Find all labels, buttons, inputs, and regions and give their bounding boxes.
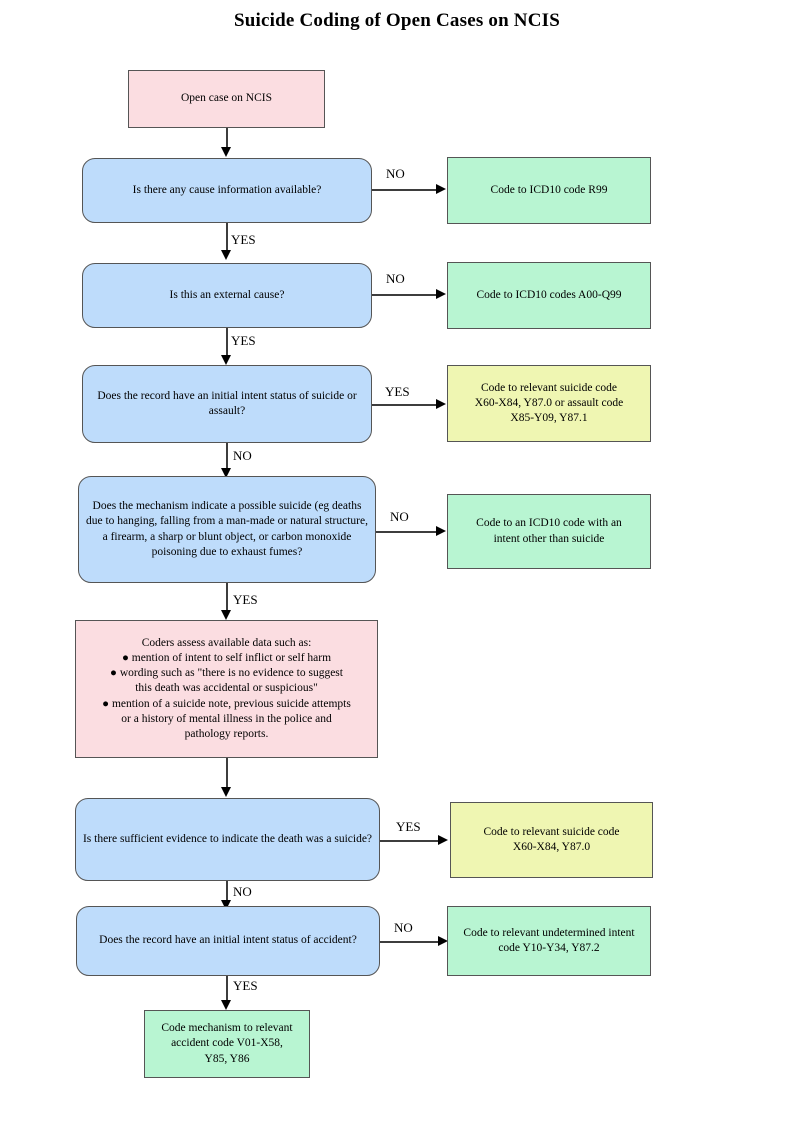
edge-label-accident-no: NO: [394, 920, 413, 935]
node-outcome-relevant-suicide-code-label: Code to relevant suicide code X60-X84, Y…: [483, 825, 620, 853]
arrowhead-accident-no: [438, 936, 448, 946]
node-question-external-cause: Is this an external cause?: [82, 263, 372, 328]
node-question-sufficient-evidence-label: Is there sufficient evidence to indicate…: [82, 832, 373, 845]
arrowhead-external-no: [436, 289, 446, 299]
arrowhead-cause-no: [436, 184, 446, 194]
node-question-external-cause-label: Is this an external cause?: [169, 288, 285, 301]
node-outcome-undetermined-intent-label: Code to relevant undetermined intent cod…: [463, 926, 635, 954]
edge-label-external-yes: YES: [231, 333, 256, 348]
connector-accident-no: [380, 941, 440, 943]
edge-label-evidence-yes: YES: [396, 819, 421, 834]
connector-external-yes: [226, 328, 228, 356]
node-question-intent-suicide-assault-label: Does the record have an initial intent s…: [97, 389, 357, 417]
connector-evidence-no: [226, 881, 228, 903]
node-question-intent-suicide-assault: Does the record have an initial intent s…: [82, 365, 372, 443]
node-outcome-icd10-r99-label: Code to ICD10 code R99: [490, 183, 608, 196]
node-start-open-case-label: Open case on NCIS: [180, 92, 273, 105]
arrowhead-intent-suicide-yes: [436, 399, 446, 409]
edge-label-cause-no: NO: [386, 166, 405, 181]
connector-mechanism-no: [376, 531, 438, 533]
arrowhead-cause-yes: [221, 250, 231, 260]
edge-label-mechanism-yes: YES: [233, 592, 258, 607]
node-coders-assess-data-label: Coders assess available data such as: ● …: [102, 636, 351, 740]
edge-label-intent-suicide-yes: YES: [385, 384, 410, 399]
arrowhead-coders-to-evidence: [221, 787, 231, 797]
edge-label-cause-yes: YES: [231, 232, 256, 247]
node-outcome-accident-code-label: Code mechanism to relevant accident code…: [161, 1022, 293, 1065]
arrowhead-mechanism-no: [436, 526, 446, 536]
node-outcome-icd10-a00-q99: Code to ICD10 codes A00-Q99: [447, 262, 651, 329]
connector-evidence-yes: [380, 840, 440, 842]
node-outcome-other-intent-label: Code to an ICD10 code with an intent oth…: [476, 517, 622, 545]
node-outcome-accident-code: Code mechanism to relevant accident code…: [144, 1010, 310, 1078]
node-question-mechanism-possible-suicide: Does the mechanism indicate a possible s…: [78, 476, 376, 583]
node-question-intent-accident: Does the record have an initial intent s…: [76, 906, 380, 976]
node-coders-assess-data: Coders assess available data such as: ● …: [75, 620, 378, 758]
arrowhead-accident-yes: [221, 1000, 231, 1010]
node-question-cause-information: Is there any cause information available…: [82, 158, 372, 223]
node-start-open-case: Open case on NCIS: [128, 70, 325, 128]
node-outcome-other-intent: Code to an ICD10 code with an intent oth…: [447, 494, 651, 569]
node-question-sufficient-evidence: Is there sufficient evidence to indicate…: [75, 798, 380, 881]
connector-start-to-cause: [226, 128, 228, 148]
edge-label-intent-suicide-no: NO: [233, 448, 252, 463]
connector-intent-suicide-yes: [372, 404, 438, 406]
connector-cause-yes: [226, 223, 228, 251]
node-outcome-suicide-or-assault-code-label: Code to relevant suicide code X60-X84, Y…: [474, 381, 624, 425]
connector-cause-no: [372, 189, 438, 191]
arrowhead-start-to-cause: [221, 147, 231, 157]
node-outcome-relevant-suicide-code: Code to relevant suicide code X60-X84, Y…: [450, 802, 653, 878]
edge-label-evidence-no: NO: [233, 884, 252, 899]
node-question-cause-information-label: Is there any cause information available…: [132, 183, 322, 196]
arrowhead-evidence-yes: [438, 835, 448, 845]
connector-mechanism-yes: [226, 583, 228, 612]
edge-label-mechanism-no: NO: [390, 509, 409, 524]
node-question-mechanism-possible-suicide-label: Does the mechanism indicate a possible s…: [86, 500, 368, 558]
node-outcome-icd10-r99: Code to ICD10 code R99: [447, 157, 651, 224]
arrowhead-external-yes: [221, 355, 231, 365]
node-question-intent-accident-label: Does the record have an initial intent s…: [99, 934, 357, 947]
connector-coders-to-evidence: [226, 758, 228, 788]
connector-external-no: [372, 294, 438, 296]
arrowhead-evidence-no: [221, 900, 231, 910]
connector-accident-yes: [226, 976, 228, 1002]
edge-label-accident-yes: YES: [233, 978, 258, 993]
arrowhead-mechanism-yes: [221, 610, 231, 620]
arrowhead-intent-suicide-no: [221, 468, 231, 478]
node-outcome-suicide-or-assault-code: Code to relevant suicide code X60-X84, Y…: [447, 365, 651, 442]
connector-intent-suicide-no: [226, 443, 228, 471]
node-outcome-undetermined-intent: Code to relevant undetermined intent cod…: [447, 906, 651, 976]
page-title: Suicide Coding of Open Cases on NCIS: [233, 10, 561, 31]
node-outcome-icd10-a00-q99-label: Code to ICD10 codes A00-Q99: [476, 288, 622, 301]
edge-label-external-no: NO: [386, 271, 405, 286]
